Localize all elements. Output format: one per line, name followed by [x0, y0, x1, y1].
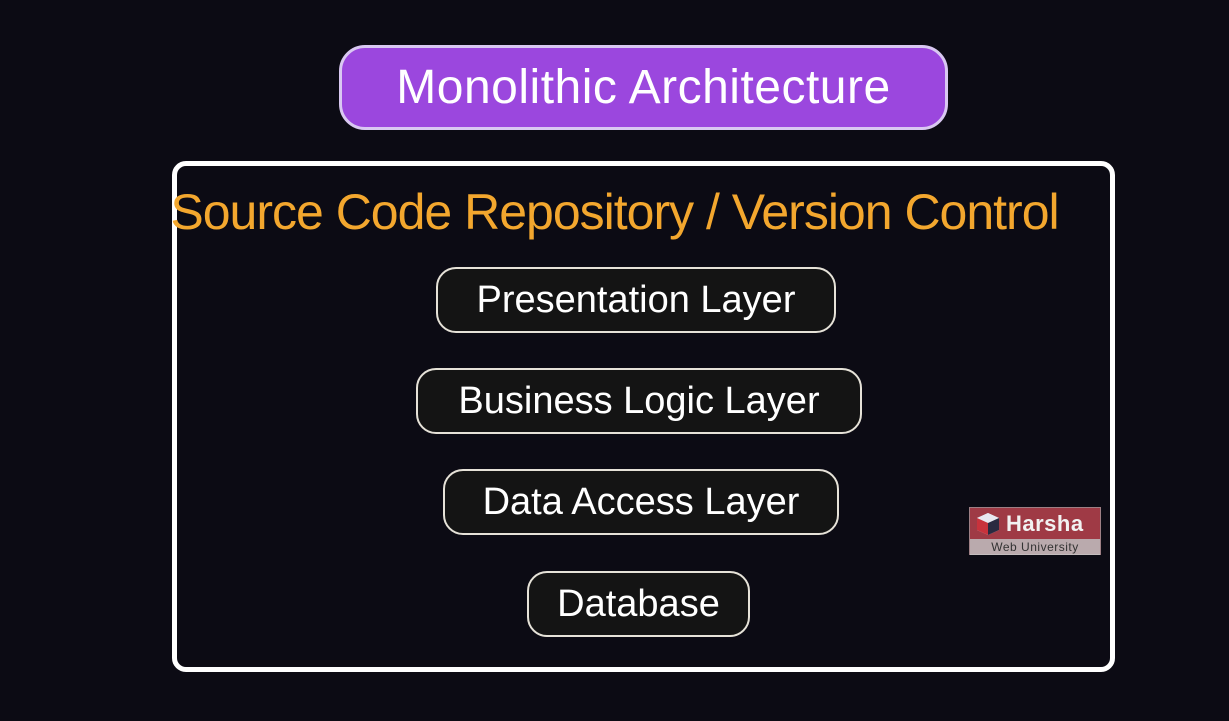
presentation-layer-label: Presentation Layer	[476, 278, 796, 321]
diagram-title-text: Monolithic Architecture	[396, 61, 891, 114]
business-logic-layer-box: Business Logic Layer	[416, 368, 862, 434]
data-access-layer-label: Data Access Layer	[482, 480, 800, 523]
watermark-subtitle: Web University	[991, 540, 1079, 554]
watermark-name: Harsha	[1006, 511, 1084, 536]
presentation-layer-box: Presentation Layer	[436, 267, 836, 333]
cube-logo-icon	[977, 513, 999, 535]
watermark-bottom-band	[970, 539, 1100, 555]
repository-label: Source Code Repository / Version Control	[170, 184, 1059, 240]
watermark-logo: Harsha Web University	[969, 507, 1101, 555]
database-label: Database	[557, 582, 720, 625]
diagram-title: Monolithic Architecture	[339, 45, 948, 130]
database-box: Database	[527, 571, 750, 637]
data-access-layer-box: Data Access Layer	[443, 469, 839, 535]
business-logic-layer-label: Business Logic Layer	[458, 379, 820, 422]
